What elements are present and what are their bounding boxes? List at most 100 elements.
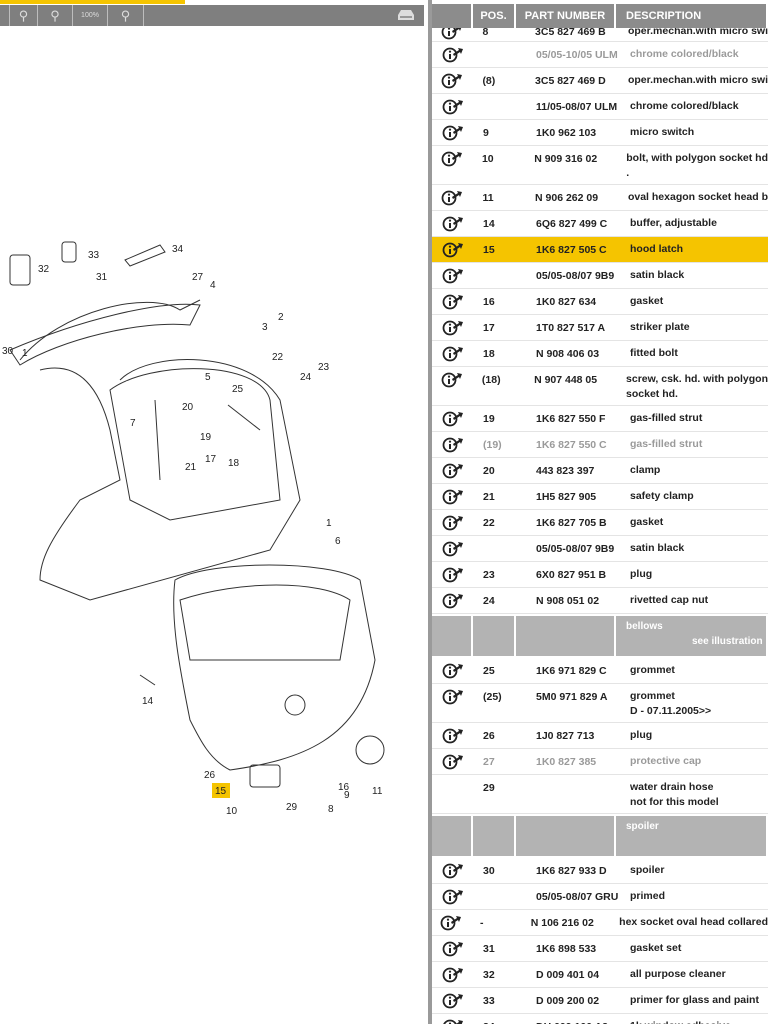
callout-15[interactable]: 15 [215, 786, 227, 797]
part-number-cell[interactable]: 05/05-10/05 ULM [536, 49, 618, 61]
part-number-cell[interactable]: D 009 401 04 [536, 969, 600, 981]
part-number-cell[interactable]: 05/05-08/07 9B9 [536, 543, 615, 555]
part-number-cell[interactable]: N 906 262 09 [535, 192, 599, 204]
callout-34[interactable]: 34 [172, 244, 184, 255]
car-icon[interactable] [396, 8, 416, 22]
callout-9[interactable]: 9 [344, 790, 350, 801]
part-number-cell[interactable]: DH 009 100 A2 [514, 1014, 612, 1024]
part-number-cell[interactable]: 1K6 898 533 [536, 943, 597, 955]
part-number-cell[interactable]: 05/05-08/07 9B9 [536, 270, 615, 282]
part-number-cell[interactable]: 5M0 971 829 A [536, 691, 608, 703]
part-number-cell[interactable]: 6X0 827 951 B [536, 569, 607, 581]
callout-16[interactable]: 16 [338, 782, 350, 793]
part-number-cell[interactable]: 11/05-08/07 ULM [536, 101, 618, 113]
part-number-cell[interactable]: 05/05-08/07 GRU [536, 891, 619, 903]
zoom-in-icon[interactable]: ⚲ [108, 5, 144, 26]
callout-21[interactable]: 21 [185, 462, 197, 473]
callout-5[interactable]: 5 [205, 372, 211, 383]
callout-10[interactable]: 10 [226, 806, 238, 817]
callout-1[interactable]: 1 [326, 518, 332, 529]
callout-17[interactable]: 17 [205, 454, 217, 465]
info-link-icon[interactable] [432, 484, 473, 509]
callout-22[interactable]: 22 [272, 352, 284, 363]
info-link-icon[interactable] [432, 458, 473, 483]
callout-1[interactable]: 1 [22, 348, 28, 359]
header-pos[interactable]: POS. [473, 4, 514, 28]
info-link-icon[interactable] [432, 237, 473, 262]
info-link-icon[interactable] [432, 367, 472, 405]
info-link-icon[interactable] [432, 28, 472, 41]
callout-27[interactable]: 27 [192, 272, 204, 283]
callout-32[interactable]: 32 [38, 264, 50, 275]
callout-30[interactable]: 30 [2, 346, 14, 357]
callout-4[interactable]: 4 [210, 280, 216, 291]
callout-18[interactable]: 18 [228, 458, 240, 469]
part-number-cell[interactable]: N 908 406 03 [536, 348, 600, 360]
info-link-icon[interactable] [432, 536, 473, 561]
part-number-cell[interactable]: 1K6 827 550 F [536, 413, 606, 425]
part-number-cell[interactable]: 1K6 827 705 B [536, 517, 607, 529]
info-link-icon[interactable] [432, 185, 472, 210]
part-number-cell[interactable]: 1K0 827 634 [536, 296, 597, 308]
info-link-icon[interactable] [432, 432, 473, 457]
part-number-cell[interactable]: 3C5 827 469 B [535, 28, 606, 38]
table-row[interactable]: 34DH 009 100 A21k window adhesive [432, 1014, 768, 1024]
info-link-icon[interactable] [432, 749, 473, 774]
part-number-cell[interactable] [514, 775, 612, 813]
callout-19[interactable]: 19 [200, 432, 212, 443]
info-link-icon[interactable] [432, 858, 473, 883]
info-link-icon[interactable] [432, 315, 473, 340]
info-link-icon[interactable] [432, 658, 473, 683]
info-link-icon[interactable] [432, 684, 473, 722]
info-link-icon[interactable] [432, 289, 473, 314]
part-number-cell[interactable]: N 907 448 05 [534, 374, 598, 386]
part-number-cell[interactable]: 1K0 827 385 [536, 756, 597, 768]
info-link-icon[interactable] [432, 68, 472, 93]
info-link-icon[interactable] [432, 42, 473, 67]
callout-6[interactable]: 6 [335, 536, 341, 547]
part-number-cell[interactable]: 1T0 827 517 A [536, 322, 606, 334]
callout-25[interactable]: 25 [232, 384, 244, 395]
info-link-icon[interactable] [432, 884, 473, 909]
part-number-cell[interactable]: 1K0 962 103 [536, 127, 597, 139]
info-link-icon[interactable] [432, 341, 473, 366]
callout-20[interactable]: 20 [182, 402, 194, 413]
part-number-cell[interactable]: 1K6 827 933 D [536, 865, 607, 877]
part-number-cell[interactable]: N 908 051 02 [536, 595, 600, 607]
callout-31[interactable]: 31 [96, 272, 108, 283]
zoom-out-icon[interactable]: ⚲ [10, 5, 38, 26]
header-part-number[interactable]: PART NUMBER [516, 4, 614, 28]
part-number-cell[interactable]: 1H5 827 905 [536, 491, 597, 503]
zoom-100-icon[interactable]: 100% [73, 5, 108, 26]
callout-14[interactable]: 14 [142, 696, 154, 707]
part-number-cell[interactable]: N 909 316 02 [534, 153, 598, 165]
part-number-cell[interactable]: 3C5 827 469 D [535, 75, 606, 87]
